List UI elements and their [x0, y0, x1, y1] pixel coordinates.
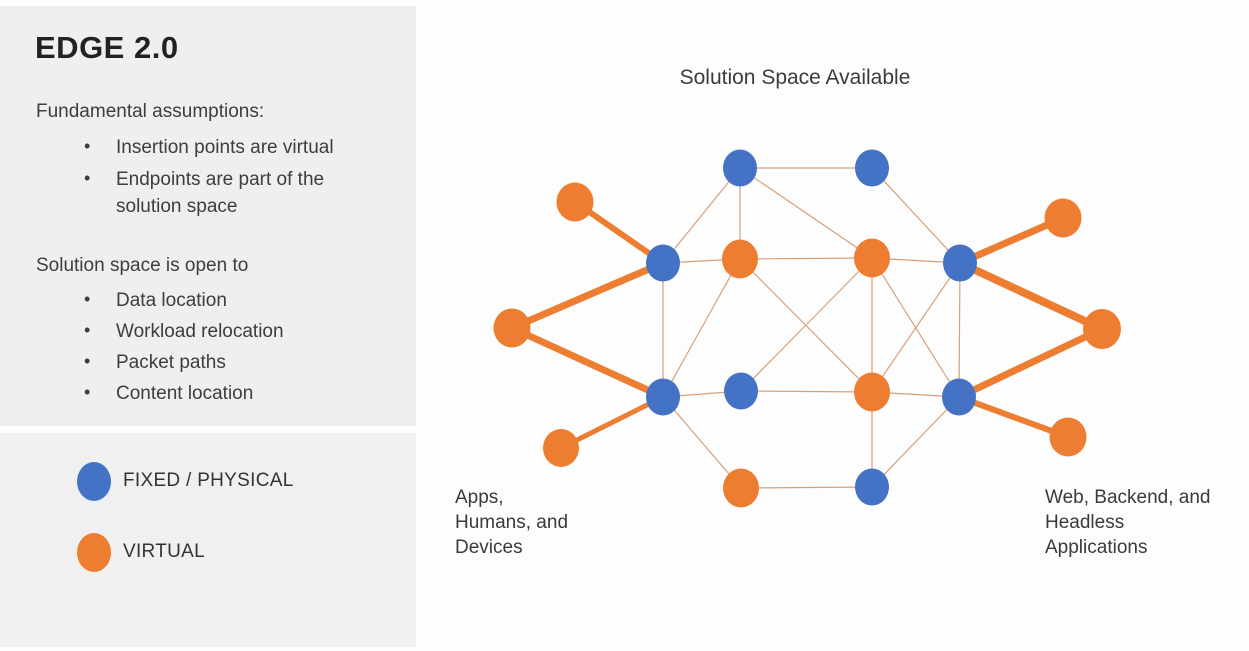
solution-heading: Solution space is open to: [36, 255, 249, 276]
node-B2-fixed: [855, 149, 889, 187]
node-O4-virtual: [723, 468, 759, 508]
edge-O1-O2: [739, 257, 873, 260]
node-S5-virtual: [1083, 309, 1121, 349]
edge-B1-B3: [662, 167, 741, 264]
legend-item-virtual: VIRTUAL: [77, 532, 205, 572]
spoke-S6-B7: [956, 394, 1071, 440]
edge-B1-O2: [739, 167, 873, 259]
apps-endpoint-label-line: Devices: [455, 537, 523, 558]
spoke-S4-B4: [956, 214, 1067, 267]
node-B7-fixed: [942, 378, 976, 416]
legend-item-fixed: FIXED / PHYSICAL: [77, 461, 294, 501]
assumptions-heading: Fundamental assumptions:: [36, 101, 265, 122]
left-panel-top: EDGE 2.0 Fundamental assumptions: Insert…: [0, 6, 416, 426]
spoke-S5-B4: [956, 259, 1106, 333]
solution-item: Workload relocation: [0, 317, 400, 345]
spoke-S2-B5: [508, 324, 667, 401]
node-B4-fixed: [943, 244, 977, 282]
node-B3-fixed: [646, 244, 680, 282]
node-O1-virtual: [722, 239, 758, 279]
node-S4-virtual: [1044, 198, 1082, 238]
node-S2-virtual: [493, 308, 531, 348]
assumption-item: Insertion points are virtual: [0, 133, 400, 161]
legend-label: VIRTUAL: [123, 541, 205, 562]
spoke-S5-B7: [955, 325, 1106, 401]
fixed-node-swatch-icon: [77, 461, 111, 501]
node-S1-virtual: [556, 182, 594, 222]
web-endpoint-label-line: Web, Backend, and: [1045, 487, 1211, 508]
diagram-title: Solution Space Available: [679, 66, 911, 89]
apps-endpoint-label: Apps, Humans, and Devices: [455, 485, 568, 560]
node-B1-fixed: [723, 149, 757, 187]
edge-B2-B4: [871, 167, 961, 264]
node-O3-virtual: [854, 372, 890, 412]
node-B8-fixed: [855, 468, 889, 506]
edge-O4-B8: [740, 486, 873, 489]
apps-endpoint-label-line: Humans, and: [455, 512, 569, 533]
node-S3-virtual: [543, 429, 579, 467]
edge-B4-B7: [958, 262, 961, 398]
left-panel-bottom: FIXED / PHYSICAL VIRTUAL: [0, 433, 416, 647]
solution-item: Content location: [0, 379, 400, 407]
node-S6-virtual: [1049, 417, 1087, 457]
web-endpoint-label-line: Applications: [1045, 537, 1148, 558]
edge-B4-O3: [871, 262, 961, 393]
edge-B6-O3: [740, 390, 873, 393]
apps-endpoint-label-line: Apps,: [455, 487, 504, 508]
solution-item: Packet paths: [0, 348, 400, 376]
assumption-item-text: Endpoints are part of the solution space: [116, 169, 325, 217]
assumption-item: Endpoints are part of the solution space: [0, 165, 380, 220]
node-B5-fixed: [646, 378, 680, 416]
edge-O2-B6: [740, 257, 873, 392]
edge-B5-O4: [662, 396, 742, 489]
node-B6-fixed: [724, 372, 758, 410]
edge-B8-B7: [871, 396, 960, 488]
solution-item: Data location: [0, 286, 400, 314]
slide-title: EDGE 2.0: [35, 30, 179, 65]
edge-O1-B5: [662, 258, 741, 398]
node-O2-virtual: [854, 238, 890, 278]
spoke-S2-B3: [508, 259, 667, 332]
spoke-S3-B5: [558, 394, 666, 451]
web-endpoint-label-line: Headless: [1045, 512, 1125, 533]
legend-label: FIXED / PHYSICAL: [123, 470, 294, 491]
web-endpoint-label: Web, Backend, and Headless Applications: [1045, 485, 1210, 560]
virtual-node-swatch-icon: [77, 532, 111, 572]
